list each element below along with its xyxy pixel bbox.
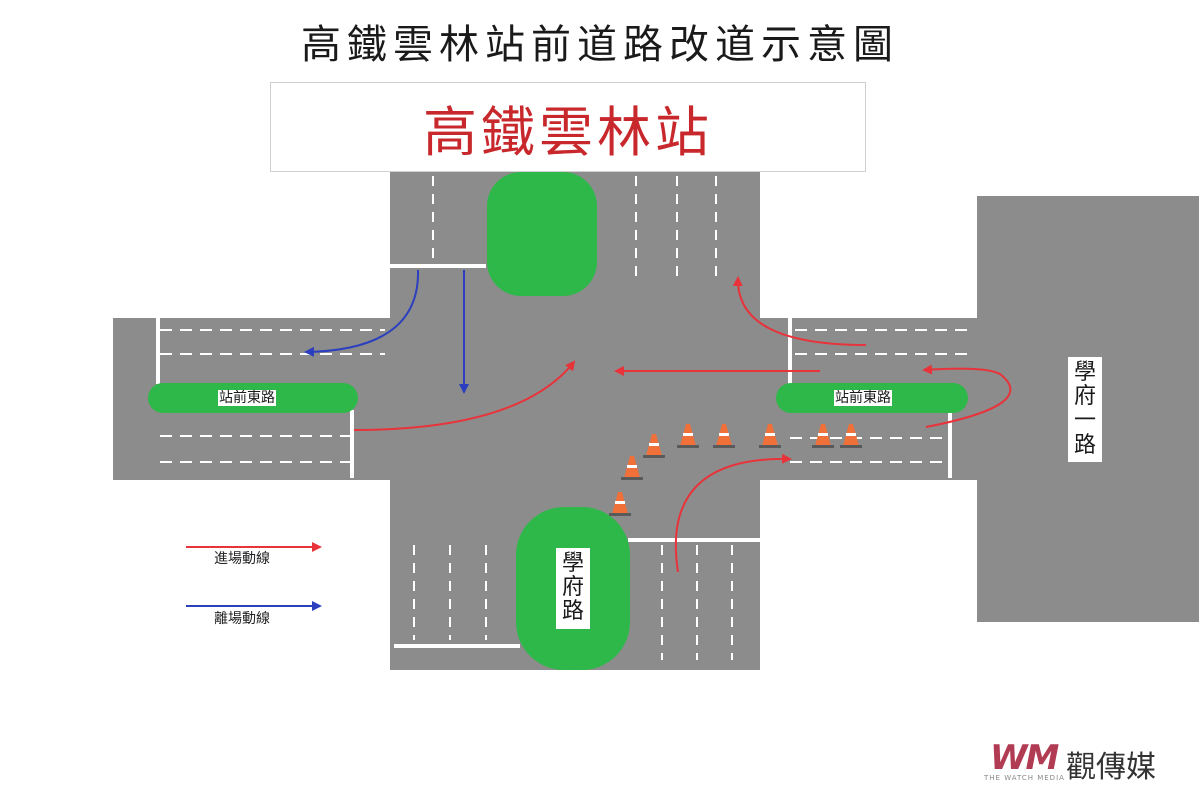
- traffic-cone: [759, 424, 781, 448]
- traffic-cones: [609, 424, 862, 516]
- lane-markings: [156, 176, 975, 660]
- west-median-label: 站前東路: [218, 390, 276, 406]
- exit-route-arrows: [304, 269, 469, 394]
- watermark-logo-subtitle: THE WATCH MEDIA: [984, 774, 1065, 782]
- entry-route-arrows: [353, 276, 1012, 573]
- south-road-label: 學府路: [556, 548, 590, 629]
- traffic-cone: [609, 492, 631, 516]
- entry-arrow-west-curve: [353, 360, 576, 431]
- traffic-cone: [713, 424, 735, 448]
- station-name: 高鐵雲林站: [423, 100, 713, 164]
- exit-arrow-west: [304, 269, 420, 357]
- legend-arrows: [186, 542, 322, 611]
- traffic-cone: [840, 424, 862, 448]
- legend-exit-label: 離場動線: [214, 611, 270, 627]
- north-median: [487, 172, 597, 296]
- east-median-label: 站前東路: [834, 390, 892, 406]
- diagram-title: 高鐵雲林站前道路改道示意圖: [301, 22, 899, 68]
- entry-arrow-south: [674, 453, 792, 573]
- traffic-cone: [677, 424, 699, 448]
- watermark-logo-mark: WM: [990, 738, 1059, 778]
- entry-arrow-north: [732, 276, 867, 346]
- road-surface: [113, 172, 1199, 670]
- traffic-cone: [812, 424, 834, 448]
- watermark-logo-text: 觀傳媒: [1066, 750, 1156, 785]
- east-road-label: 學府一路: [1068, 357, 1102, 462]
- entry-arrow-uturn: [922, 364, 1012, 428]
- traffic-cone: [621, 456, 643, 480]
- station-sign-box: [270, 82, 866, 172]
- legend-entry-label: 進場動線: [214, 551, 270, 567]
- traffic-cone: [643, 434, 665, 458]
